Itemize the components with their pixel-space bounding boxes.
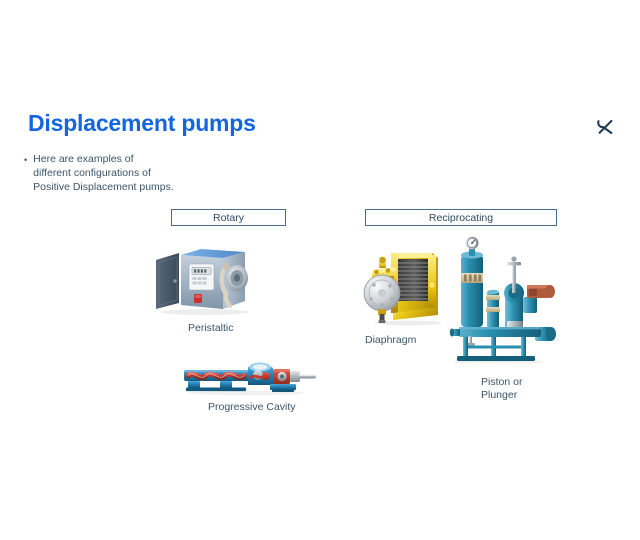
caption-diaphragm: Diaphragm bbox=[365, 334, 417, 346]
bullet-text: Here are examples of different configura… bbox=[33, 153, 174, 193]
piston-plunger-pump-image bbox=[447, 235, 557, 363]
category-header-rotary: Rotary bbox=[171, 209, 286, 226]
bullet-list: • Here are examples of different configu… bbox=[24, 152, 174, 194]
caption-progressive-cavity: Progressive Cavity bbox=[208, 401, 296, 413]
category-header-reciprocating: Reciprocating bbox=[365, 209, 557, 226]
category-label-rotary: Rotary bbox=[213, 211, 244, 224]
peristaltic-pump-image bbox=[153, 245, 263, 318]
caption-piston-or-plunger: Piston or Plunger bbox=[481, 376, 523, 401]
caption-peristaltic: Peristaltic bbox=[188, 322, 234, 334]
x-logo-mark-icon bbox=[592, 114, 618, 140]
bullet-marker: • bbox=[24, 155, 28, 165]
diaphragm-pump-image bbox=[358, 245, 450, 328]
page-title: Displacement pumps bbox=[28, 110, 256, 136]
progressive-cavity-pump-image bbox=[180, 358, 320, 398]
category-label-reciprocating: Reciprocating bbox=[428, 211, 494, 224]
